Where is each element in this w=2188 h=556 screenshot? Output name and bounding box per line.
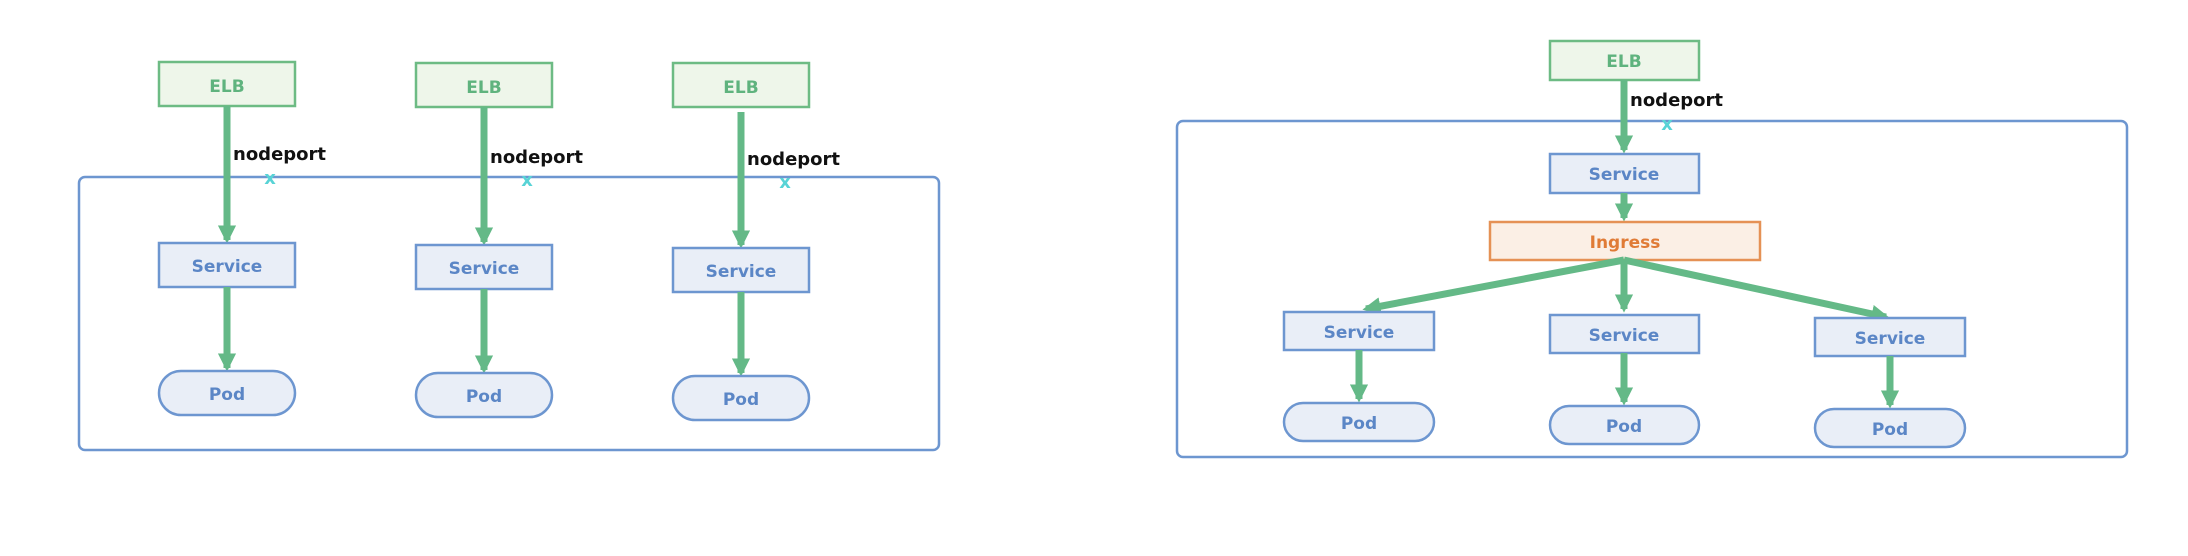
service-box — [1813, 316, 1967, 358]
pod-box — [414, 371, 554, 419]
nodeport-label: nodeport — [747, 149, 840, 170]
elb-label: ELB — [723, 78, 758, 98]
pod-label: Pod — [209, 385, 245, 405]
ingress-to-service-arrow — [1362, 256, 1625, 316]
service-box — [1548, 313, 1701, 355]
cluster-boundary-right — [1175, 119, 2129, 459]
pod-box — [157, 369, 297, 417]
ingress-box — [1488, 220, 1762, 262]
right-diagram: ELB nodeport x Service Ingress Service P… — [1175, 39, 2129, 459]
pod-label: Pod — [1872, 420, 1908, 440]
elb-label: ELB — [1606, 52, 1641, 72]
elb-box — [414, 61, 554, 109]
service-box — [157, 241, 297, 289]
elb-box — [671, 61, 811, 109]
service-label: Service — [1589, 165, 1660, 185]
elb-label: ELB — [209, 77, 244, 97]
service-box — [1548, 152, 1701, 195]
nodeport-label: nodeport — [1630, 90, 1723, 111]
pod-box — [1282, 401, 1436, 443]
nodeport-marker-icon: x — [264, 168, 276, 189]
pod-label: Pod — [1606, 417, 1642, 437]
service-box — [671, 246, 811, 294]
nodeport-label: nodeport — [233, 144, 326, 165]
nodeport-marker-icon: x — [1661, 114, 1673, 135]
ingress-to-service-arrow — [1623, 256, 1890, 323]
nodeport-marker-icon: x — [779, 172, 791, 193]
service-label: Service — [1589, 326, 1660, 346]
pod-label: Pod — [1341, 414, 1377, 434]
elb-box — [1548, 39, 1701, 82]
nodeport-marker-icon: x — [521, 170, 533, 191]
elb-label: ELB — [466, 78, 501, 98]
pod-label: Pod — [466, 387, 502, 407]
service-label: Service — [1855, 329, 1926, 349]
pod-label: Pod — [723, 390, 759, 410]
ingress-label: Ingress — [1590, 233, 1661, 253]
left-diagram: ELB nodeport x Service Pod ELB nodeport … — [77, 60, 941, 452]
service-label: Service — [1324, 323, 1395, 343]
service-label: Service — [449, 259, 520, 279]
pod-box — [671, 374, 811, 422]
pod-box — [1548, 404, 1701, 446]
service-label: Service — [706, 262, 777, 282]
service-label: Service — [192, 257, 263, 277]
pod-box — [1813, 407, 1967, 449]
nodeport-label: nodeport — [490, 147, 583, 168]
cluster-boundary-left — [77, 175, 941, 452]
